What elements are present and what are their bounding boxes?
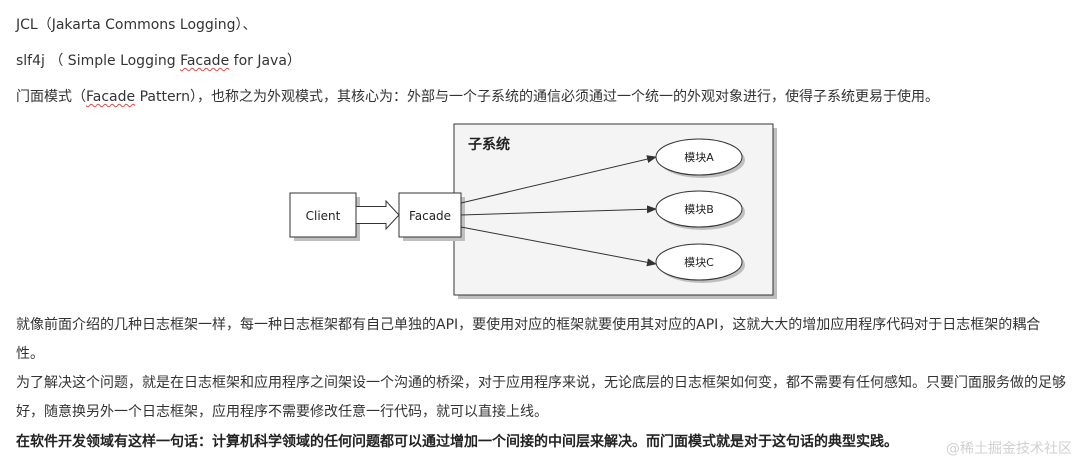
- client-box: [289, 192, 360, 241]
- module-b-ellipse: [655, 190, 745, 230]
- subsystem-title: 子系统: [468, 136, 510, 153]
- facade-pattern-line: 门面模式（Facade Pattern），也称之为外观模式，其核心为：外部与一个…: [16, 86, 939, 106]
- facade-label: Facade: [409, 209, 451, 223]
- arrow-to-module-b: [460, 205, 657, 216]
- slf4j-facade-word: Facade: [180, 53, 230, 69]
- facade-pattern-post: Pattern），也称之为外观模式，其核心为：外部与一个子系统的通信必须通过一个…: [135, 89, 939, 105]
- jcl-line: JCL（Jakarta Commons Logging）、: [16, 14, 256, 34]
- slf4j-text-post: for Java）: [229, 53, 301, 69]
- watermark: @稀土掘金技术社区: [946, 441, 1072, 457]
- facade-pattern-facade-word: Facade: [86, 89, 136, 105]
- module-a-ellipse: [655, 138, 745, 178]
- client-label: Client: [306, 209, 341, 223]
- slf4j-text-pre: slf4j （ Simple Logging: [16, 53, 181, 69]
- paragraph-indirection-quote: 在软件开发领域有这样一句话：计算机科学领域的任何问题都可以通过增加一个间接的中间…: [16, 434, 898, 450]
- module-b-label: 模块B: [684, 203, 714, 216]
- module-c-ellipse: [655, 243, 745, 283]
- module-a-label: 模块A: [684, 151, 714, 164]
- slf4j-line: slf4j （ Simple Logging Facade for Java）: [16, 50, 301, 70]
- module-c-label: 模块C: [684, 256, 714, 269]
- client-to-facade-arrow: [355, 199, 400, 231]
- facade-pattern-pre: 门面模式（: [16, 89, 86, 105]
- paragraph-coupling: 就像前面介绍的几种日志框架一样，每一种日志框架都有自己单独的API，要使用对应的…: [16, 317, 1041, 362]
- jcl-text: JCL（Jakarta Commons Logging）、: [16, 17, 257, 33]
- arrow-to-module-c: [460, 226, 657, 267]
- arrow-to-module-a: [460, 155, 657, 204]
- facade-box: [398, 192, 465, 241]
- paragraph-bridge: 为了解决这个问题，就是在日志框架和应用程序之间架设一个沟通的桥梁，对于应用程序来…: [16, 375, 1066, 420]
